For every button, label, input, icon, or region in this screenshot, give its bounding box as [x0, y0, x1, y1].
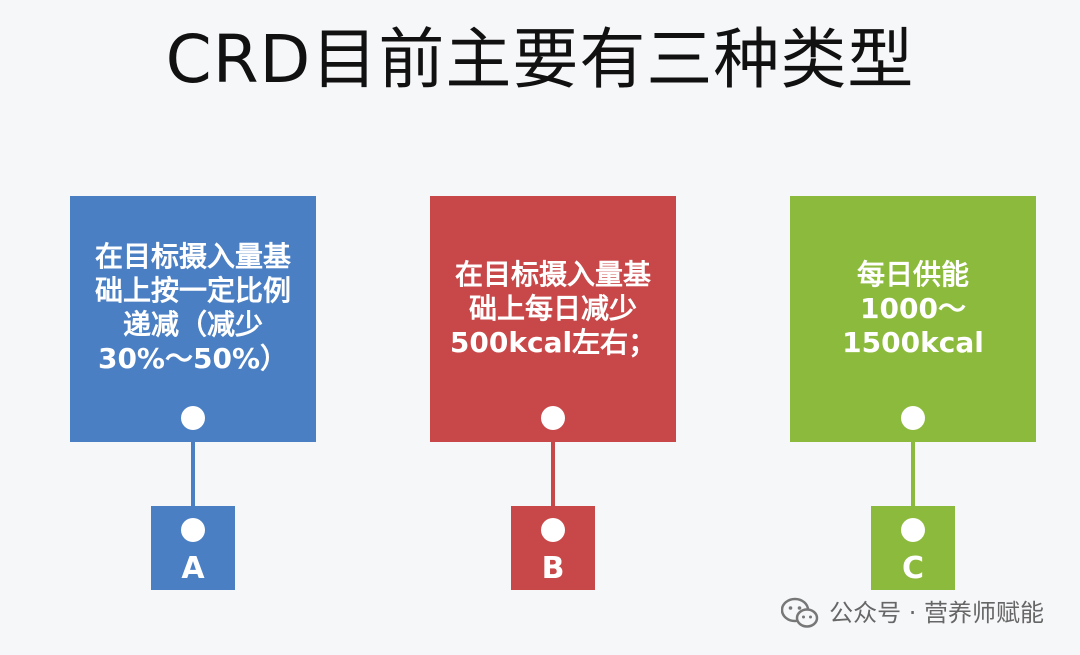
watermark-text: 公众号 · 营养师赋能: [829, 599, 1044, 627]
type-b-description: 在目标摄入量基 础上每日减少 500kcal左右；: [449, 258, 657, 359]
type-c-top-dot: [901, 406, 925, 430]
type-a-card: 在目标摄入量基 础上按一定比例 递减（减少 30%～50%）: [70, 196, 316, 442]
page-title: CRD目前主要有三种类型: [165, 21, 915, 98]
type-a-description: 在目标摄入量基 础上按一定比例 递减（减少 30%～50%）: [94, 240, 291, 375]
type-b-bottom-dot: [541, 518, 565, 542]
watermark: 公众号 · 营养师赋能: [780, 597, 1044, 629]
type-b-card: 在目标摄入量基 础上每日减少 500kcal左右；: [430, 196, 676, 442]
type-b-top-dot: [541, 406, 565, 430]
type-c-description: 每日供能 1000～ 1500kcal: [842, 258, 984, 359]
type-a-bottom-dot: [181, 518, 205, 542]
type-b-connector: [551, 418, 555, 530]
type-c-card: 每日供能 1000～ 1500kcal: [790, 196, 1036, 442]
type-a-top-dot: [181, 406, 205, 430]
type-b-letter: B: [541, 551, 565, 586]
type-c-letter: C: [901, 551, 925, 586]
type-c-bottom-dot: [901, 518, 925, 542]
type-a-connector: [191, 418, 195, 530]
type-c-connector: [911, 418, 915, 530]
type-a-letter: A: [181, 551, 205, 586]
wechat-icon: [780, 597, 819, 629]
